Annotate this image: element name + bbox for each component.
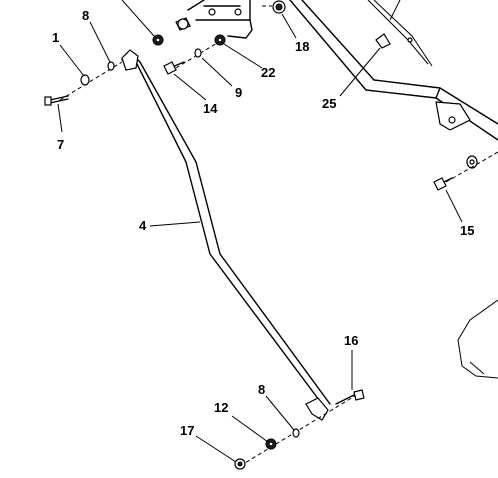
callout-7: 7 <box>57 137 64 152</box>
washer-1 <box>80 74 90 86</box>
callout-8-bottom: 8 <box>258 382 265 397</box>
callout-17: 17 <box>180 423 194 438</box>
callout-18: 18 <box>295 39 309 54</box>
rod-4 <box>121 49 331 421</box>
nut-18 <box>272 0 286 14</box>
upper-left-fastener-axis <box>59 39 223 101</box>
bolt-14 <box>163 61 185 75</box>
lock-washer-8-bottom <box>292 428 300 438</box>
right-housing <box>457 299 498 379</box>
callout-8-top: 8 <box>82 8 89 23</box>
callout-1: 1 <box>52 30 59 45</box>
callout-15: 15 <box>460 223 474 238</box>
control-cable <box>367 0 433 67</box>
washer-9 <box>194 48 202 58</box>
bolt-16 <box>335 389 365 405</box>
nut-17 <box>234 458 246 470</box>
nut-12 <box>265 438 277 450</box>
lower-fastener-axis <box>239 393 359 467</box>
nut-22 <box>214 34 226 46</box>
upper-spacers <box>152 17 191 46</box>
callout-22: 22 <box>261 65 275 80</box>
upper-bracket-plate <box>187 0 253 39</box>
callout-16: 16 <box>344 333 358 348</box>
callout-4: 4 <box>139 218 147 233</box>
leader-lines <box>57 0 463 463</box>
callout-9: 9 <box>235 85 242 100</box>
callout-14: 14 <box>203 101 218 116</box>
washer-right <box>466 155 478 169</box>
callout-12: 12 <box>214 400 228 415</box>
bolt-7 <box>44 95 69 106</box>
bolt-15 <box>433 177 453 191</box>
clip-25 <box>375 33 391 49</box>
lock-washer-8-top <box>107 61 115 71</box>
callout-25: 25 <box>322 96 336 111</box>
frame-tube <box>289 0 498 141</box>
